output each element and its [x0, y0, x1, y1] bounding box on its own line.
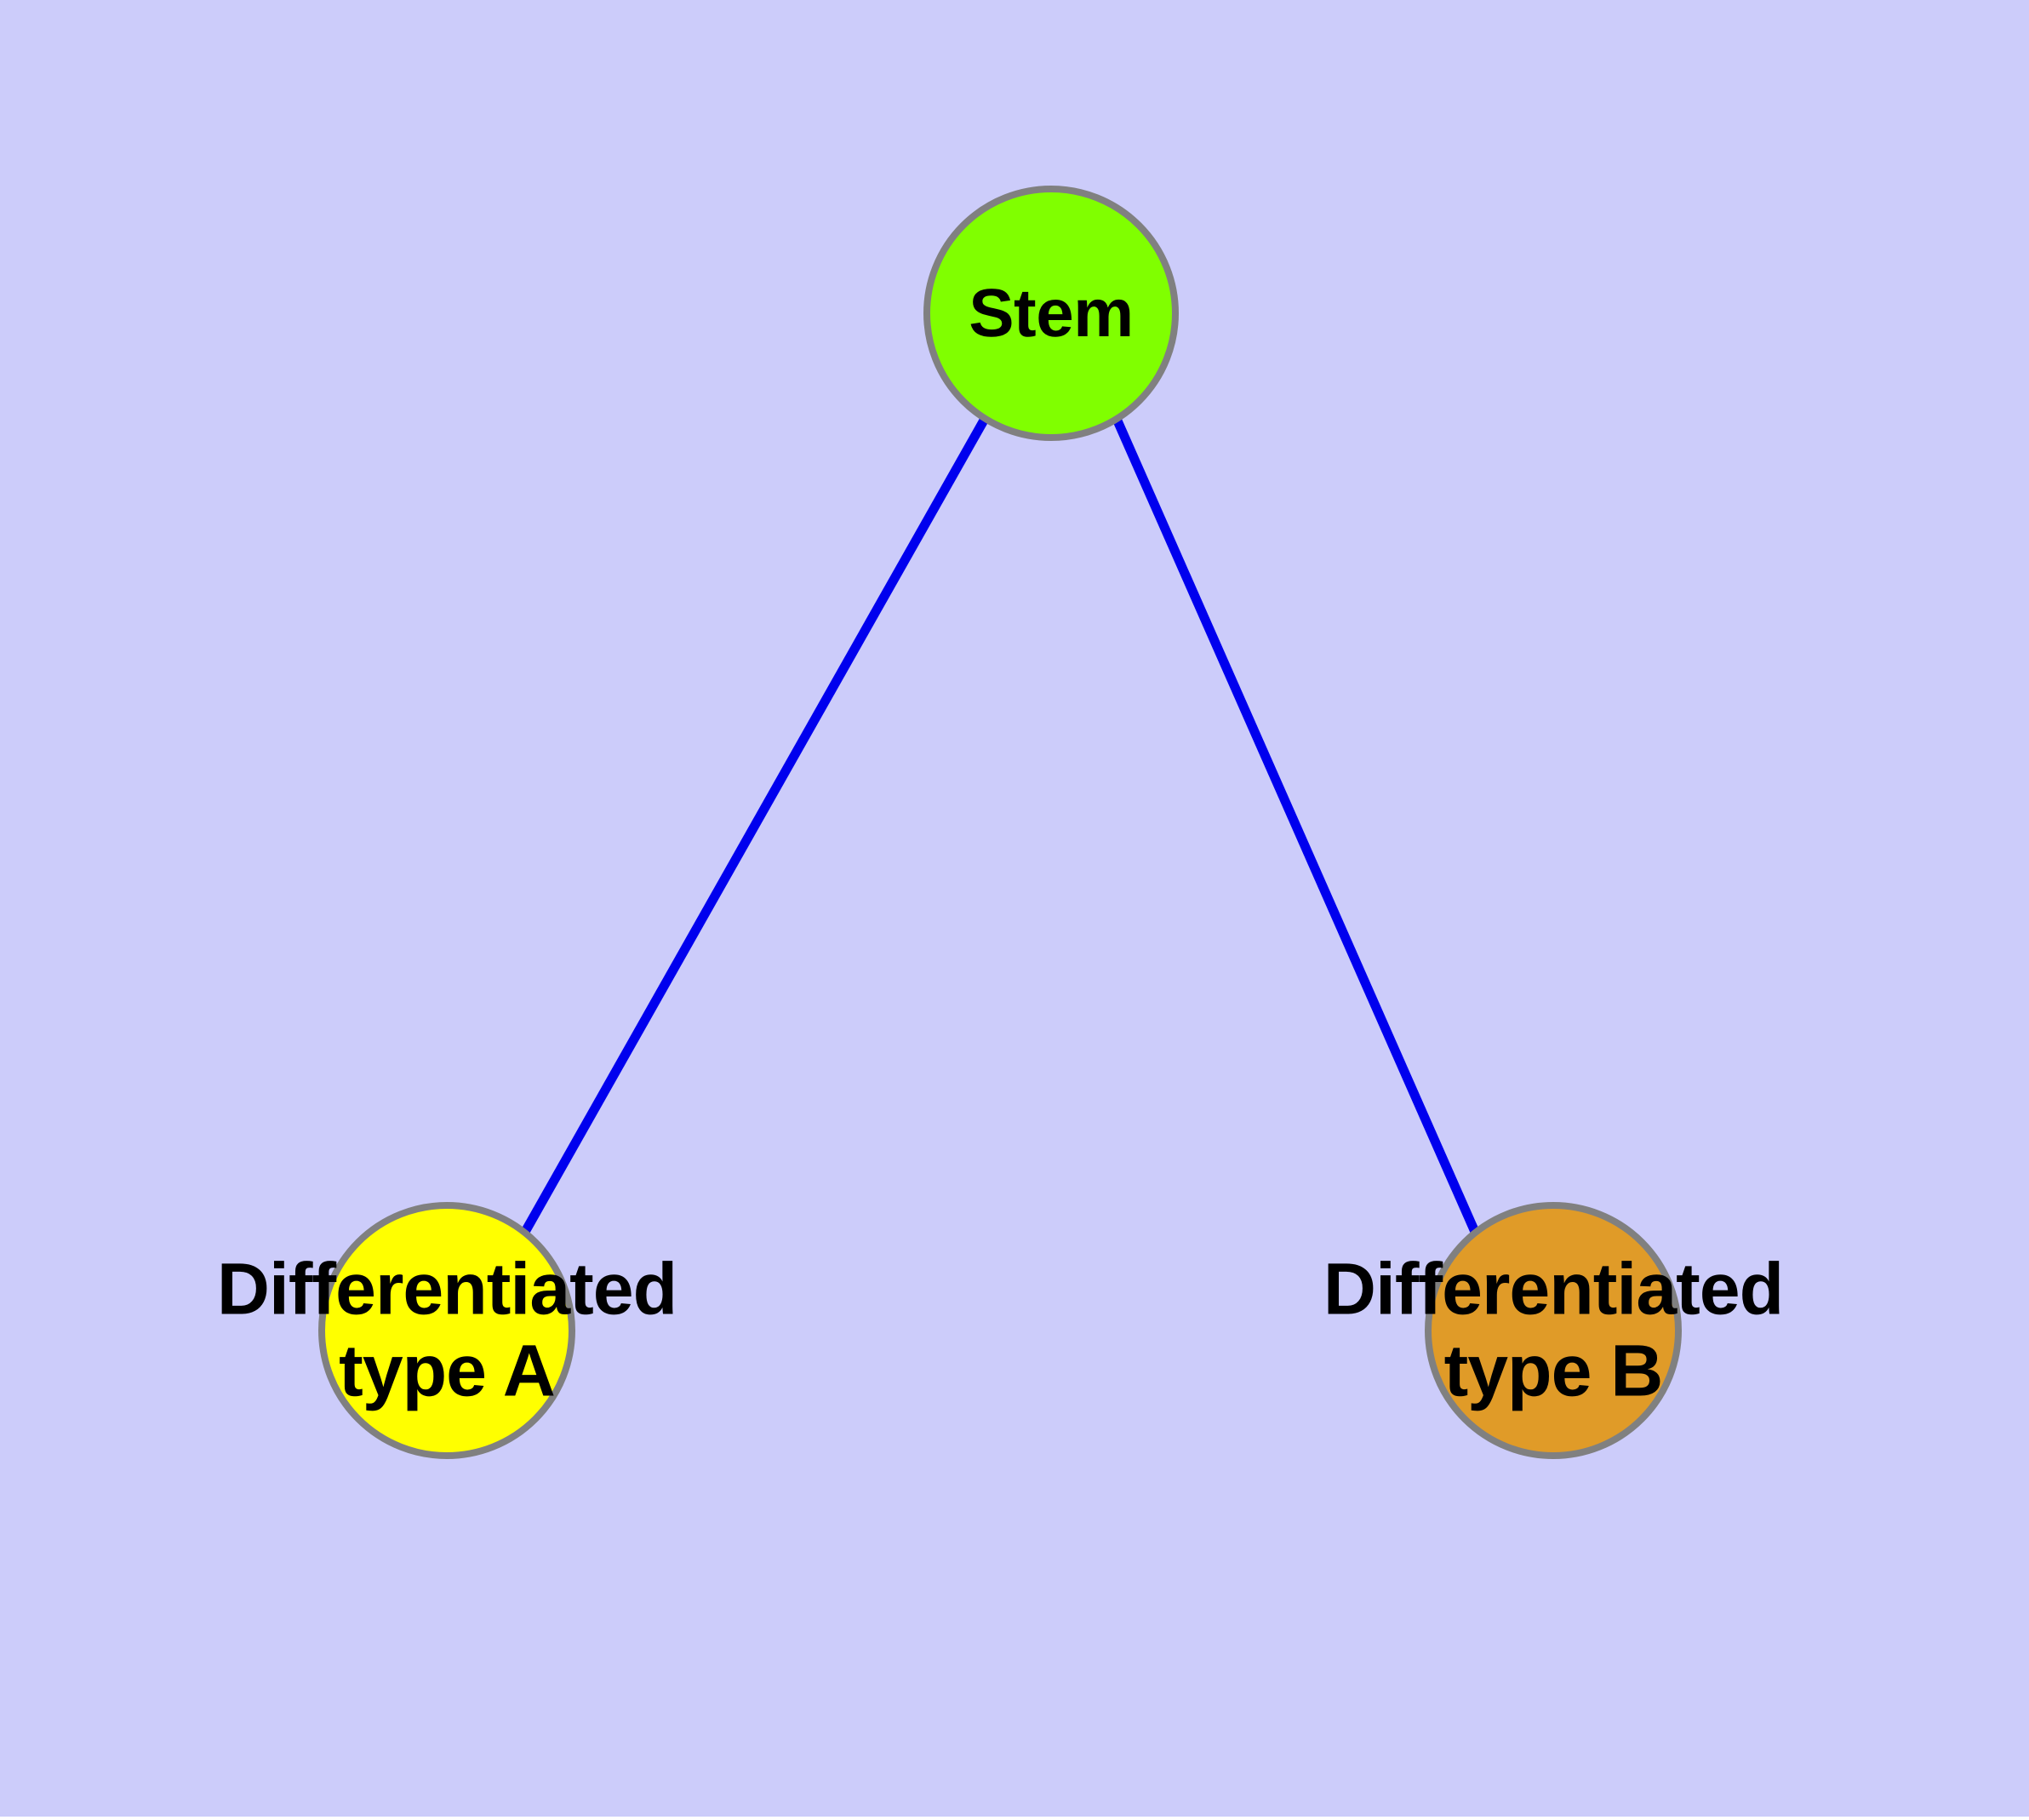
edges-group	[521, 416, 1480, 1234]
nodes-group	[318, 186, 1682, 1459]
graph-edge-stem-to-diff-a[interactable]	[521, 416, 989, 1234]
graph-edge-stem-to-diff-b[interactable]	[1112, 416, 1480, 1234]
graph-node-diff_b[interactable]	[1425, 1202, 1682, 1459]
graph-node-stem[interactable]	[923, 186, 1179, 441]
graph-node-diff_a[interactable]	[318, 1202, 575, 1459]
